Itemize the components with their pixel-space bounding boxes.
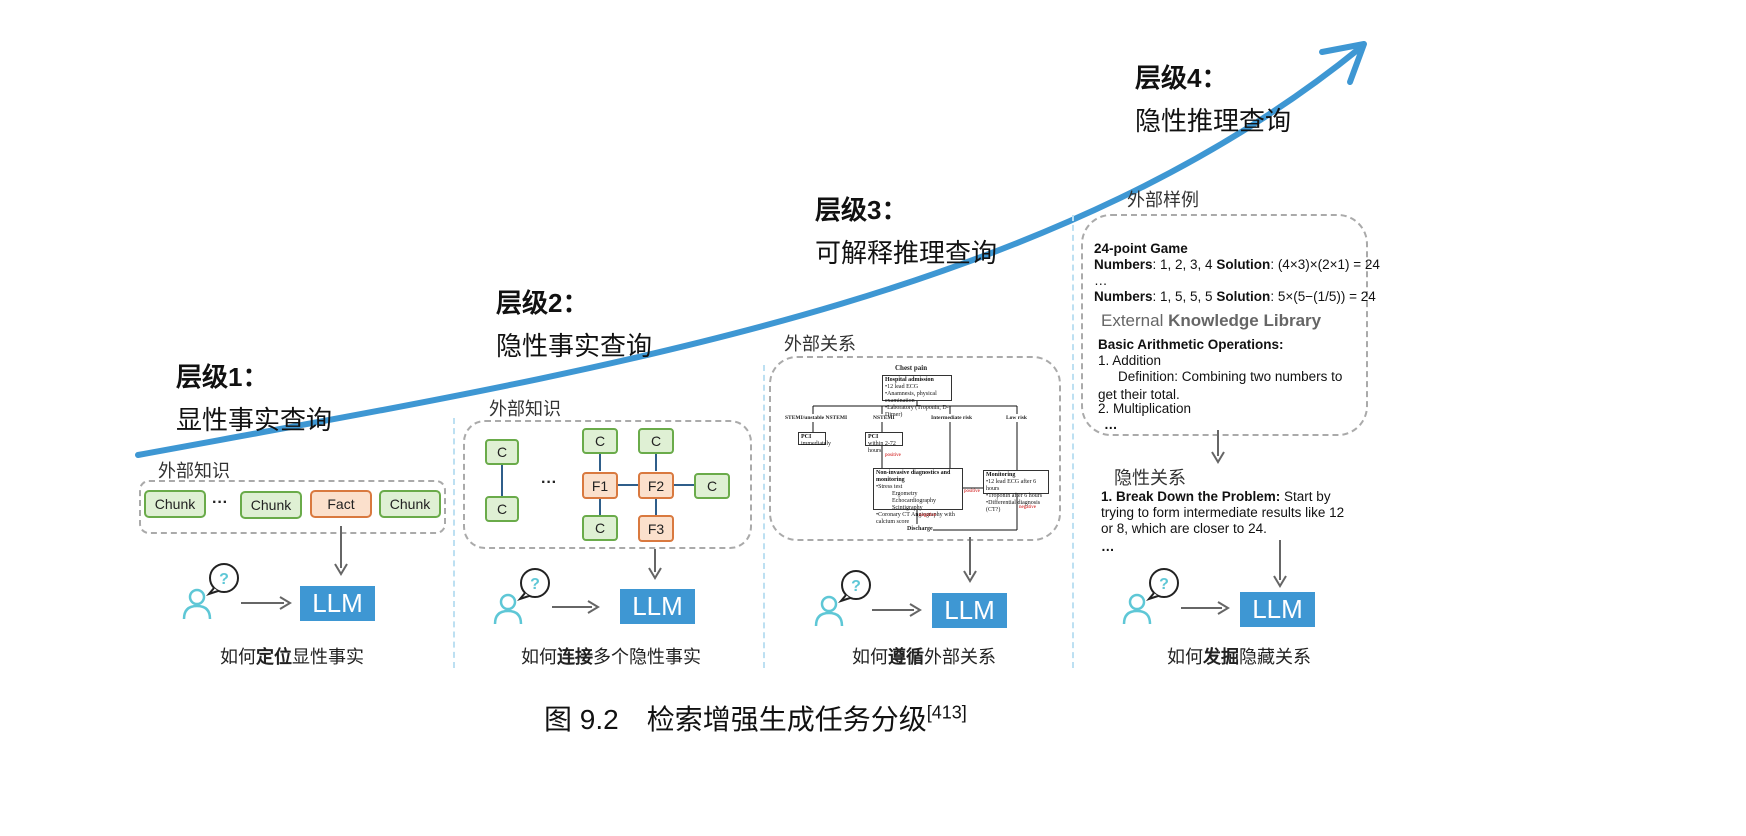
graph-node-c-6: C	[582, 515, 618, 541]
knowledge-library-title: External Knowledge Library	[1101, 311, 1322, 330]
panel-divider-2	[763, 365, 765, 668]
curve-arrowhead-icon	[1319, 41, 1367, 85]
level2-subtitle: 隐性事实查询	[496, 331, 653, 361]
svg-text:?: ?	[851, 578, 861, 595]
graph-node-c-3: C	[582, 428, 618, 454]
graph-node-c-1: C	[485, 439, 519, 465]
llm-box-1: LLM	[300, 586, 375, 621]
flow-pci-1: PCI immediately	[798, 432, 831, 447]
graph-node-f1: F1	[582, 472, 618, 499]
game-row-2: Numbers: 1, 5, 5, 5 Solution: 5×(5−(1/5)…	[1094, 289, 1376, 304]
svg-text:?: ?	[1159, 576, 1169, 593]
graph-node-c-2: C	[485, 496, 519, 522]
panel-divider-1	[453, 418, 455, 668]
fact-1: Fact	[310, 490, 372, 518]
panel4-label: 外部样例	[1127, 190, 1199, 210]
flow-branch-1: STEMI/unstable NSTEMI	[785, 415, 848, 421]
graph-node-c-5: C	[694, 473, 730, 499]
hidden-relation-label: 隐性关系	[1114, 468, 1186, 488]
llm-box-2: LLM	[620, 589, 695, 624]
flow-connectors	[812, 401, 1018, 531]
panel1-caption: 如何定位显性事实	[220, 647, 364, 667]
flow-branch-3: Intermediate risk	[931, 415, 973, 421]
llm-box-3: LLM	[932, 593, 1007, 628]
panel2-knowledge-box	[463, 420, 752, 549]
user-question-icon-4: ?	[1122, 568, 1179, 625]
op-1-definition: Definition: Combining two numbers to get…	[1098, 369, 1343, 402]
graph-node-f3: F3	[638, 515, 674, 542]
panel-divider-3	[1072, 215, 1074, 668]
level3-title: 层级3：	[815, 195, 908, 225]
panel2-label: 外部知识	[489, 399, 561, 419]
level4-title: 层级4：	[1135, 63, 1228, 93]
panel2-ellipsis: ···	[541, 474, 557, 491]
op-1: 1. Addition	[1098, 353, 1162, 368]
op-dots: …	[1104, 417, 1118, 432]
user-question-icon-2: ?	[493, 568, 550, 625]
user-question-icon-1: ?	[182, 563, 239, 620]
ops-title: Basic Arithmetic Operations:	[1098, 337, 1284, 352]
graph-node-c-4: C	[638, 428, 674, 454]
panel3-label: 外部关系	[784, 334, 856, 354]
flow-monitoring: Monitoring •12 lead ECG after 6 hours •T…	[983, 470, 1049, 513]
level1-title: 层级1：	[176, 362, 269, 392]
flow-negative-1: negative	[919, 513, 936, 518]
flow-positive-2: positive	[964, 489, 980, 494]
game-row-1: Numbers: 1, 2, 3, 4 Solution: (4×3)×(2×1…	[1094, 257, 1380, 272]
chunk-2: Chunk	[240, 491, 302, 519]
level2-title: 层级2：	[496, 288, 589, 318]
svg-text:?: ?	[530, 576, 540, 593]
game-title: 24-point Game	[1094, 241, 1188, 256]
step-dots: …	[1101, 539, 1115, 554]
panel4-caption: 如何发掘隐藏关系	[1167, 647, 1311, 667]
panel4-example-box	[1081, 214, 1368, 436]
flow-title: Chest pain	[895, 364, 928, 372]
step-1-text: 1. Break Down the Problem: Start by tryi…	[1101, 489, 1345, 536]
llm-box-4: LLM	[1240, 592, 1315, 627]
flow-discharge: Discharge	[907, 526, 933, 532]
game-dots: …	[1094, 273, 1108, 288]
level3-subtitle: 可解释推理查询	[815, 238, 998, 268]
level4-subtitle: 隐性推理查询	[1135, 106, 1292, 136]
op-2: 2. Multiplication	[1098, 401, 1192, 416]
panel1-ellipsis: ···	[212, 494, 228, 511]
graph-node-f2: F2	[638, 472, 674, 499]
chunk-3: Chunk	[379, 490, 441, 518]
svg-text:?: ?	[219, 571, 229, 588]
panel1-knowledge-box	[139, 480, 446, 534]
panel2-caption: 如何连接多个隐性事实	[521, 647, 701, 667]
flow-admission: Hospital admission •12 lead ECG •Anamnes…	[882, 375, 952, 418]
figure-reference: [413]	[926, 702, 967, 723]
level1-subtitle: 显性事实查询	[176, 405, 333, 435]
user-question-icon-3: ?	[814, 570, 871, 627]
panel1-label: 外部知识	[158, 461, 230, 481]
flow-noninvasive: Non-invasive diagnostics and monitoring …	[873, 468, 963, 525]
panel3-relation-box	[769, 356, 1061, 541]
flow-positive-1: positive	[885, 453, 901, 458]
flow-branch-4: Low risk	[1006, 415, 1027, 421]
flow-pci-2: PCI within 2-72 hours	[865, 432, 903, 454]
flow-branch-2: NSTEMI	[873, 415, 895, 421]
flow-negative-2: negative	[1019, 505, 1036, 510]
flowchart: Chest pain Hospital admission •12 lead E…	[785, 364, 1050, 536]
panel3-caption: 如何遵循外部关系	[852, 647, 996, 667]
figure-caption: 图 9.2 检索增强生成任务分级[413]	[544, 702, 967, 735]
chunk-1: Chunk	[144, 490, 206, 518]
